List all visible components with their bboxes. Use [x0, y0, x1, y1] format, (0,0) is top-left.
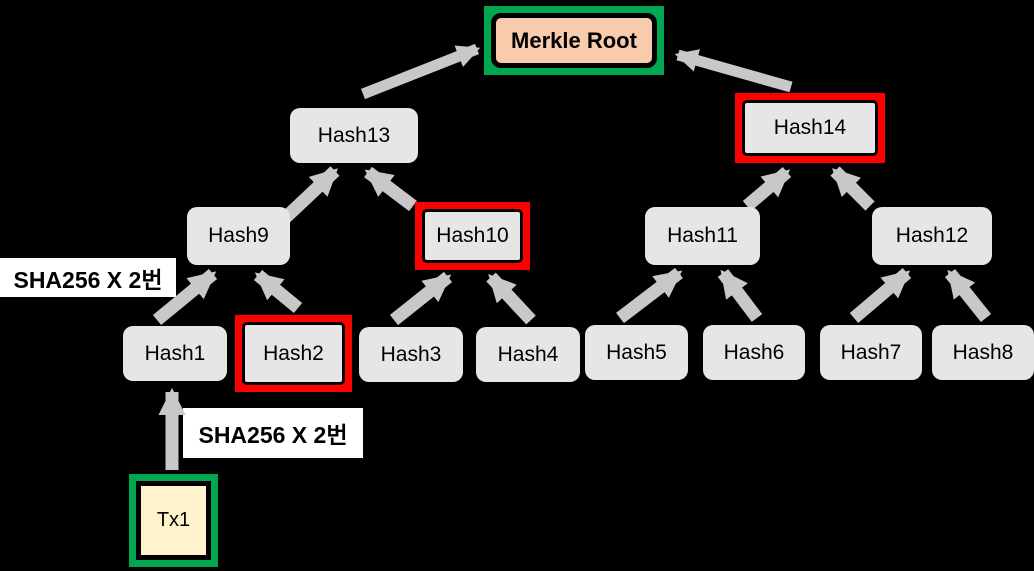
- arrow-hash6-hash11: [717, 269, 763, 322]
- node-hash12: Hash12: [872, 207, 992, 265]
- node-hash9: Hash9: [187, 207, 290, 265]
- arrow-hash3-hash10: [389, 271, 453, 326]
- node-hash2-label: Hash2: [242, 322, 345, 385]
- node-tx1-label: Tx1: [136, 481, 211, 560]
- node-merkle-root-label: Merkle Root: [491, 13, 657, 68]
- node-hash13: Hash13: [290, 108, 418, 163]
- sha256-label-bottom: SHA256 X 2번: [183, 408, 363, 458]
- arrow-hash4-hash10: [486, 272, 536, 325]
- node-hash10-label: Hash10: [422, 209, 523, 263]
- arrow-hash11-hash14: [742, 167, 792, 211]
- arrow-hash2-hash9: [253, 269, 303, 314]
- arrow-hash14-root: [674, 49, 793, 93]
- node-hash4: Hash4: [476, 327, 580, 382]
- arrow-hash5-hash11: [616, 267, 683, 324]
- node-hash2-highlighted: Hash2: [235, 315, 352, 392]
- node-hash14-label: Hash14: [742, 100, 878, 156]
- node-hash14-highlighted: Hash14: [735, 93, 885, 163]
- node-hash1: Hash1: [123, 326, 227, 381]
- node-hash10-highlighted: Hash10: [415, 202, 530, 270]
- node-merkle-root: Merkle Root: [484, 6, 664, 75]
- node-hash8: Hash8: [932, 325, 1034, 380]
- node-hash5: Hash5: [585, 325, 688, 380]
- arrow-hash8-hash12: [944, 268, 992, 323]
- arrow-hash9-hash13: [278, 166, 340, 225]
- arrow-hash13-root: [360, 43, 481, 100]
- node-hash7: Hash7: [820, 325, 922, 380]
- arrow-hash12-hash14: [830, 166, 875, 211]
- arrow-hash7-hash12: [849, 268, 912, 323]
- node-hash6: Hash6: [703, 325, 805, 380]
- sha256-label-top: SHA256 X 2번: [0, 258, 176, 297]
- node-hash11: Hash11: [645, 207, 760, 265]
- arrow-hash10-hash13: [364, 166, 417, 212]
- node-hash3: Hash3: [359, 327, 463, 382]
- arrow-hash1-hash9: [152, 268, 218, 326]
- node-tx1: Tx1: [129, 474, 218, 567]
